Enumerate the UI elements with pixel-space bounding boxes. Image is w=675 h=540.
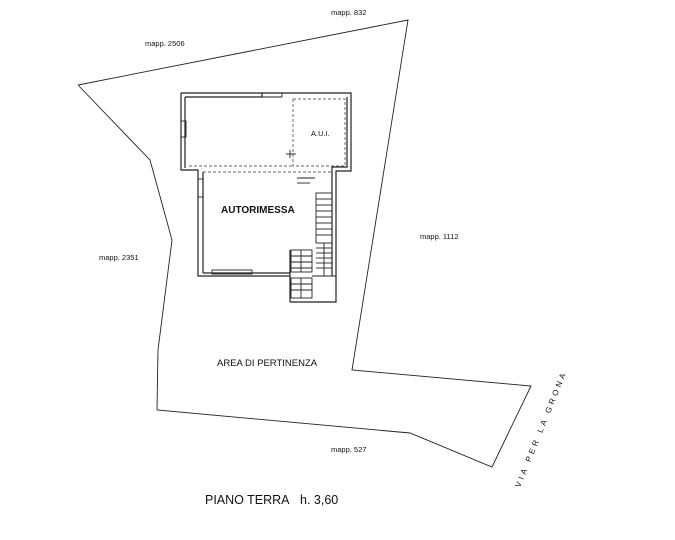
neighbor-label-527: mapp. 527	[331, 445, 366, 454]
room-label-garage: AUTORIMESSA	[221, 205, 295, 216]
neighbor-label-1112: mapp. 1112	[420, 232, 459, 241]
building-walls	[180, 92, 352, 303]
staircase	[290, 192, 336, 299]
neighbor-label-2506: mapp. 2506	[145, 39, 185, 48]
floor-height: h. 3,60	[300, 493, 338, 507]
road-label: VIA PER LA GRONA	[514, 369, 569, 489]
floor-name: PIANO TERRA	[205, 493, 290, 507]
aui-outline	[189, 98, 346, 173]
neighbor-label-832: mapp. 832	[331, 8, 366, 17]
neighbor-label-2351: mapp. 2351	[99, 253, 139, 262]
room-label-aui: A.U.I.	[311, 129, 330, 138]
area-label: AREA DI PERTINENZA	[217, 358, 318, 369]
lot-boundary	[77, 19, 532, 468]
windows	[180, 120, 253, 275]
door-marks	[286, 150, 315, 184]
